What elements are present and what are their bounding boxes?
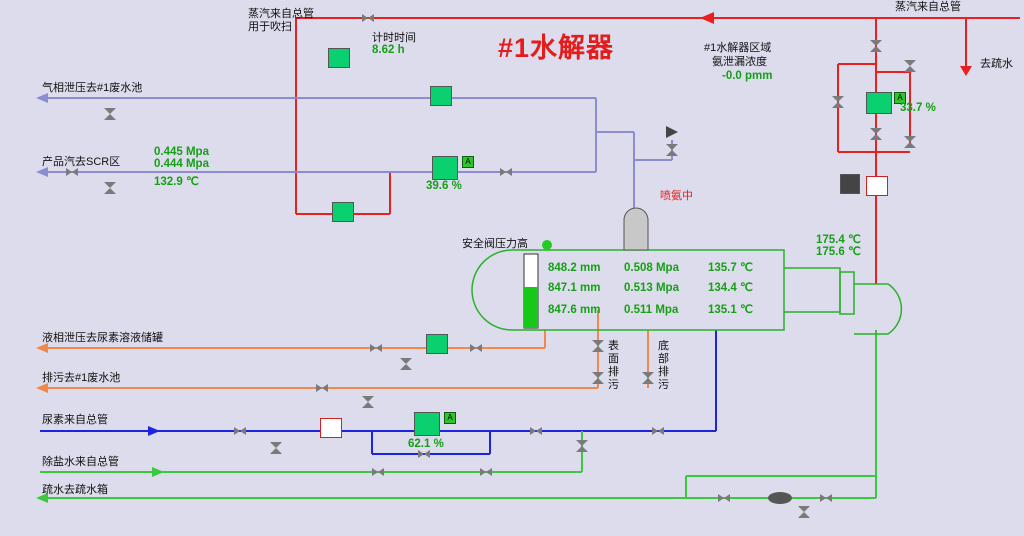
steam-shutoff-valve[interactable] [866, 176, 888, 196]
hydrolyzer-vessel [471, 249, 903, 335]
urea-inlet-valve[interactable] [320, 418, 342, 438]
water-arrow-icon [152, 467, 164, 477]
timer-value: 8.62 h [372, 44, 405, 56]
vessel-pressure-2: 0.513 Mpa [624, 282, 679, 294]
steam-temp1-value: 175.4 ℃ [816, 234, 861, 246]
vessel-temp-2: 134.4 ℃ [708, 282, 753, 294]
water-pipes [40, 330, 877, 499]
area-leak-value: -0.0 pmm [722, 70, 773, 82]
bypass-valve[interactable] [332, 202, 354, 222]
gas-arrow-icon [36, 167, 48, 177]
safety-valve-label: 安全阀压力高 [462, 238, 528, 250]
urea-arrow-icon [148, 426, 160, 436]
steam-temp2-value: 175.6 ℃ [816, 246, 861, 258]
steam-trap-box[interactable] [840, 174, 860, 194]
drain-arrow-icon [960, 66, 972, 76]
vessel-pressure-1: 0.508 Mpa [624, 262, 679, 274]
liquid-relief-valve[interactable] [426, 334, 448, 354]
level-value-1: 848.2 mm [548, 262, 601, 274]
vent-flag-icon [666, 126, 678, 138]
product-valve-pct: 39.6 % [426, 180, 462, 192]
urea-valve-pct: 62.1 % [408, 438, 444, 450]
area-label-2: 氨泄漏浓度 [712, 56, 767, 68]
steam-trap-icon [768, 492, 792, 504]
steam-control-valve[interactable] [866, 92, 892, 114]
surface-drain-label: 表面排污 [608, 340, 619, 391]
vessel-temp-3: 135.1 ℃ [708, 304, 753, 316]
auto-mode-badge: A [894, 92, 906, 104]
timer-label: 计时时间 [372, 32, 416, 44]
steam-valve-pct: 33.7 % [900, 102, 936, 114]
safety-valve-indicator [542, 240, 552, 250]
bottom-drain-label: 底部排污 [658, 340, 669, 391]
level-value-2: 847.1 mm [548, 282, 601, 294]
liquid-arrow-icon [36, 343, 48, 353]
gas-arrow-icon [36, 93, 48, 103]
pressure1-value: 0.445 Mpa [154, 146, 209, 158]
waste-out-label: 排污去#1废水池 [42, 372, 121, 384]
ammonia-spray-status: 喷氨中 [660, 190, 693, 202]
vessel-temp-1: 135.7 ℃ [708, 262, 753, 274]
gas-pipes [40, 97, 673, 230]
page-title: #1水解器 [498, 33, 615, 63]
level-gauge-fill [524, 287, 538, 328]
water-arrow-icon [36, 493, 48, 503]
auto-mode-badge: A [462, 156, 474, 168]
urea-inlet-label: 尿素来自总管 [42, 414, 108, 426]
purge-valve[interactable] [328, 48, 350, 68]
level-value-3: 847.6 mm [548, 304, 601, 316]
steam-purge-label-2: 用于吹扫 [248, 21, 292, 33]
steam-inlet-label: 蒸汽来自总管 [895, 1, 961, 13]
steam-arrow-icon [700, 12, 714, 24]
gas-relief-label: 气相泄压去#1废水池 [42, 82, 143, 94]
dome-icon [623, 207, 649, 251]
auto-mode-badge: A [444, 412, 456, 424]
steam-purge-label-1: 蒸汽来自总管 [248, 8, 314, 20]
product-gas-label: 产品汽去SCR区 [42, 156, 121, 168]
product-control-valve[interactable] [432, 156, 458, 180]
area-label-1: #1水解器区域 [704, 42, 772, 54]
steam-pipes [295, 17, 1020, 284]
pressure2-value: 0.444 Mpa [154, 158, 209, 170]
gas-relief-valve[interactable] [430, 86, 452, 106]
liquid-arrow-icon [36, 383, 48, 393]
product-temp-value: 132.9 ℃ [154, 176, 199, 188]
drain-tank-label: 疏水去疏水箱 [42, 484, 108, 496]
liquid-relief-label: 液相泄压去尿素溶液储罐 [42, 332, 163, 344]
urea-control-valve[interactable] [414, 412, 440, 436]
demin-water-label: 除盐水来自总管 [42, 456, 119, 468]
vessel-pressure-3: 0.511 Mpa [624, 304, 679, 316]
liquid-pipes [40, 310, 649, 389]
drain-label: 去疏水 [980, 58, 1013, 70]
manual-valves [66, 14, 916, 518]
